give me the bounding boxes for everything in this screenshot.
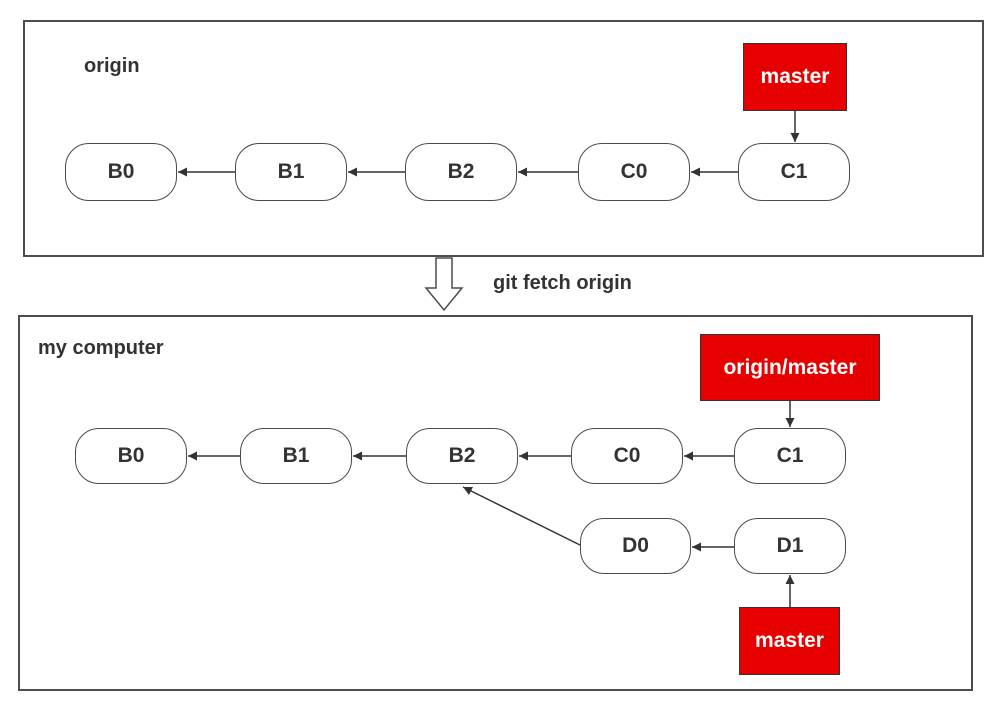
local-commit-b0: B0 [75,428,187,484]
local-commit-c0: C0 [571,428,683,484]
origin-commit-c0: C0 [578,143,690,201]
origin-commit-b2: B2 [405,143,517,201]
git-fetch-label: git fetch origin [493,272,632,294]
local-master-branch-tag: master [739,607,840,675]
origin-master-branch-tag: master [743,43,847,111]
fetch-down-arrow [424,257,464,312]
origin-title: origin [84,55,140,77]
origin-commit-c1: C1 [738,143,850,201]
local-title: my computer [38,337,164,359]
origin-commit-b1: B1 [235,143,347,201]
local-commit-b1: B1 [240,428,352,484]
local-commit-d1: D1 [734,518,846,574]
local-commit-c1: C1 [734,428,846,484]
local-commit-d0: D0 [580,518,691,574]
origin-master-remote-tag: origin/master [700,334,880,401]
arrow-local-d0-to-b2 [462,486,581,546]
origin-commit-b0: B0 [65,143,177,201]
local-commit-b2: B2 [406,428,518,484]
